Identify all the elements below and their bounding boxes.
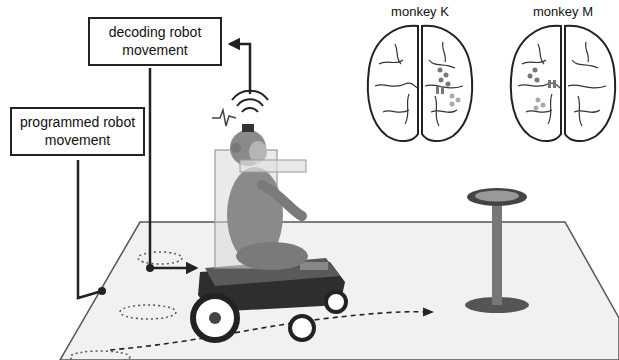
subject-label: monkey M	[533, 4, 593, 19]
subject-label: monkey K	[391, 4, 449, 19]
box-text: programmed robot movement	[16, 114, 139, 149]
label-box: programmed robot movement	[10, 107, 145, 156]
label-box: decoding robot movement	[88, 17, 222, 66]
box-text: decoding robot movement	[94, 24, 216, 59]
